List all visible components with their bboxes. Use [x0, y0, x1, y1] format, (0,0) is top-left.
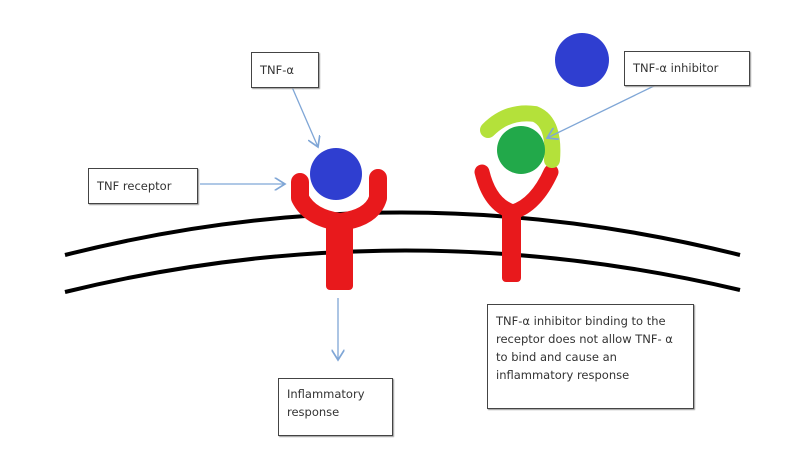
tnf-alpha-bound: [310, 148, 362, 200]
tnf-receptor-left: [291, 169, 387, 290]
tnf-receptor-label: TNF receptor: [88, 168, 198, 204]
tnf-alpha-free: [555, 33, 609, 87]
arrow-inhibitor: [547, 84, 657, 138]
inhibitor-core: [497, 126, 545, 174]
inflammatory-response-label: Inflammatory response: [278, 378, 393, 436]
tnf-receptor-right: [474, 164, 559, 282]
inhibitor-explanation-label: TNF-α inhibitor binding to the receptor …: [487, 304, 694, 409]
tnf-alpha-label: TNF-α: [251, 52, 319, 88]
membrane-inner-line: [64, 248, 741, 294]
tnf-inhibitor-label: TNF-α inhibitor: [624, 51, 750, 86]
membrane-outer-line: [64, 210, 741, 257]
inhibitor-shell: [480, 105, 561, 168]
arrow-tnf-alpha: [291, 86, 318, 147]
